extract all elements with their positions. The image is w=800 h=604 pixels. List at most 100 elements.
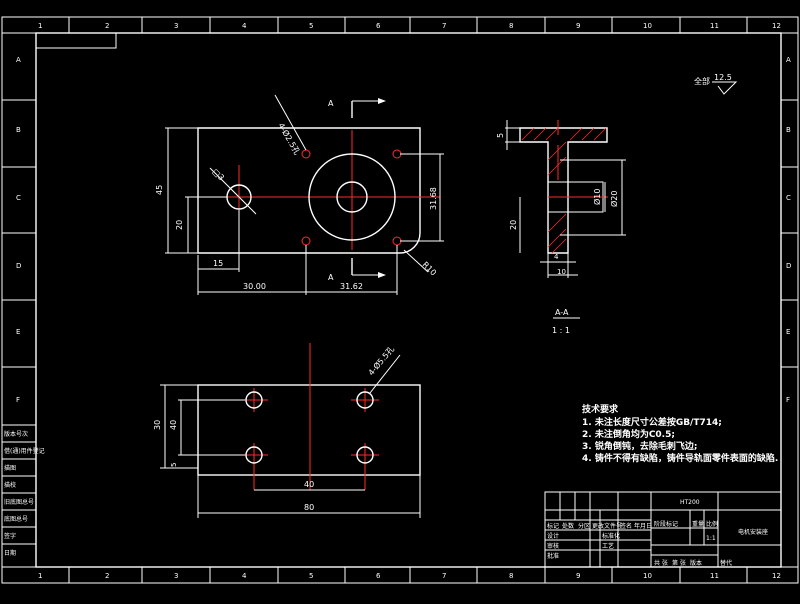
roughness-symbol: 全部 12.5 — [694, 73, 738, 95]
strip-label: 版本号次 — [4, 430, 28, 438]
sheet-frame: 1 2 3 4 5 6 7 8 9 10 11 12 1 2 3 4 5 6 7… — [1, 16, 799, 584]
col-label: 1 — [38, 572, 42, 580]
dim-left-inner: 20 — [175, 220, 184, 230]
row-label: E — [16, 328, 20, 336]
tb-cell: 比例 — [706, 520, 718, 528]
dim-bottom-30: 30.00 — [243, 282, 266, 291]
dim-bottom-15: 15 — [213, 259, 223, 268]
col-label: 2 — [105, 22, 109, 30]
row-label: B — [786, 126, 791, 134]
tb-cell: 处数 — [562, 522, 574, 530]
col-label: 8 — [509, 572, 513, 580]
left-strip: 版本号次 借(通)用件登记 描图 描校 旧底图总号 底图总号 签字 日期 — [2, 424, 45, 557]
tb-cell: 更改文件号 — [592, 522, 622, 530]
dim-left-a: 30 — [153, 420, 162, 430]
section-mark-top: A — [328, 99, 334, 108]
col-label: 9 — [576, 22, 580, 30]
title-block: HT200 电机安装座 标记 处数 分区 更改文件号 签名 年月日 设计 标准化… — [544, 491, 782, 568]
col-label: 9 — [576, 572, 580, 580]
tech-requirements: 技术要求 1. 未注长度尺寸公差按GB/T714; 2. 未注倒角均为C0.5;… — [582, 403, 778, 464]
tb-cell: 标准化 — [602, 532, 620, 540]
col-label: 6 — [376, 572, 381, 580]
row-label: F — [16, 396, 20, 404]
code-box — [35, 32, 117, 49]
dim-left-c: 5 — [170, 463, 178, 467]
col-label: 1 — [38, 22, 42, 30]
tb-cell: 替代 — [720, 559, 732, 567]
tech-item: 4. 铸件不得有缺陷，铸件导轨面零件表面的缺陷. — [582, 452, 778, 464]
row-ticks — [2, 99, 798, 368]
dim-small-hole: 4-Ø2.5孔 — [276, 121, 302, 156]
row-label: E — [786, 328, 790, 336]
tb-cell: 1:1 — [706, 535, 716, 542]
section-title: A-A — [555, 308, 569, 317]
row-label: B — [16, 126, 21, 134]
tech-title: 技术要求 — [582, 403, 619, 415]
tech-item: 3. 锐角倒钝，去除毛刺飞边; — [582, 440, 697, 452]
dim-slot: □3 — [211, 167, 226, 182]
dim-holes: 4-Ø5.5孔 — [366, 344, 396, 377]
drawing-name: 电机安装座 — [738, 528, 768, 536]
col-label: 5 — [309, 22, 313, 30]
col-label: 2 — [105, 572, 109, 580]
tech-item: 1. 未注长度尺寸公差按GB/T714; — [582, 416, 722, 428]
row-label: A — [16, 56, 21, 64]
col-label: 4 — [242, 572, 247, 580]
dim-sec-bottom-a: 4 — [554, 253, 559, 261]
row-label: C — [16, 194, 21, 202]
row-label: D — [786, 262, 791, 270]
dim-sec-top: 5 — [496, 133, 505, 138]
tb-cell: 工艺 — [602, 542, 614, 550]
col-label: 3 — [174, 22, 178, 30]
dim-sec-outer: Ø20 — [609, 191, 619, 207]
strip-label: 旧底图总号 — [4, 498, 34, 506]
col-label: 7 — [442, 572, 446, 580]
tb-cell: 批准 — [547, 552, 559, 560]
dim-sec-bottom-b: 10 — [557, 268, 566, 276]
tb-cell: 阶段标记 — [654, 520, 678, 528]
strip-label: 日期 — [4, 549, 16, 557]
tb-cell: 年月日 — [634, 522, 652, 530]
dim-bottom-31: 31.62 — [340, 282, 363, 291]
row-label: A — [786, 56, 791, 64]
tb-cell: 设计 — [547, 532, 559, 540]
col-label: 3 — [174, 572, 178, 580]
roughness-value: 12.5 — [714, 73, 732, 82]
section-scale: 1 : 1 — [552, 326, 570, 335]
roughness-label: 全部 — [694, 76, 710, 86]
col-label: 12 — [772, 22, 781, 30]
dim-sec-height: 20 — [509, 220, 518, 230]
dim-sec-bore: Ø10 — [592, 189, 602, 205]
top-view: 45 20 31.68 15 30.00 31.62 4-Ø2.5孔 □3 R1… — [155, 94, 444, 295]
strip-label: 借(通)用件登记 — [4, 447, 45, 455]
col-label: 10 — [643, 572, 652, 580]
tb-cell: 版本 — [690, 559, 702, 567]
material: HT200 — [680, 499, 700, 506]
tb-cell: 审核 — [547, 542, 559, 550]
dim-left-b: 40 — [169, 420, 178, 430]
row-label: C — [786, 194, 791, 202]
tech-item: 2. 未注倒角均为C0.5; — [582, 428, 675, 440]
dim-right: 31.68 — [429, 187, 438, 210]
strip-label: 描图 — [4, 464, 16, 472]
col-label: 7 — [442, 22, 446, 30]
tb-cell: 标记 — [547, 522, 559, 530]
tb-cell: 第 张 — [672, 559, 686, 567]
dim-width: 80 — [304, 503, 314, 512]
tb-cell: 共 张 — [654, 559, 668, 567]
strip-label: 签字 — [4, 532, 16, 540]
row-labels: A B C D E F A B C D E F — [16, 56, 791, 404]
row-label: F — [786, 396, 790, 404]
col-label: 10 — [643, 22, 652, 30]
dim-left-height: 45 — [155, 185, 164, 195]
tb-cell: 签名 — [620, 522, 632, 530]
strip-label: 底图总号 — [4, 515, 28, 523]
col-label: 4 — [242, 22, 247, 30]
column-ticks — [68, 17, 748, 583]
tb-cell: 分区 — [578, 522, 590, 530]
row-label: D — [16, 262, 21, 270]
dim-radius: R10 — [421, 260, 439, 278]
col-label: 11 — [710, 22, 719, 30]
col-label: 11 — [710, 572, 719, 580]
